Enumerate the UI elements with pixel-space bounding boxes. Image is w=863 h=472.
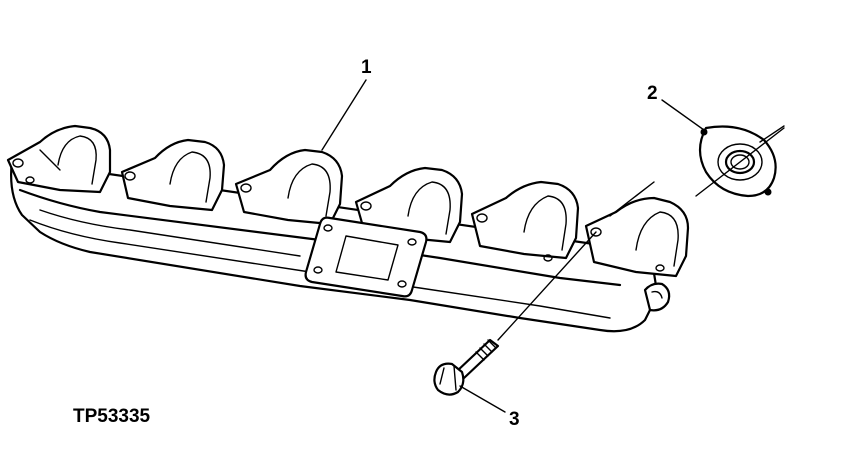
exhaust-port-2	[120, 138, 226, 212]
leader-line-1	[321, 79, 367, 151]
callout-2-label: 2	[647, 83, 658, 104]
leader-line-3	[459, 385, 506, 413]
turbo-mounting-flange	[304, 216, 428, 298]
callout-3-label: 3	[509, 409, 520, 430]
manifold-end-outlet	[643, 282, 671, 312]
exhaust-port-5	[470, 180, 580, 262]
figure-id-label: TP53335	[73, 406, 151, 427]
port-centerline	[609, 181, 655, 217]
gasket	[695, 125, 785, 198]
exhaust-manifold	[6, 124, 690, 333]
exhaust-port-1	[6, 124, 112, 194]
callout-1-label: 1	[361, 57, 372, 78]
exhaust-port-6	[584, 196, 690, 278]
leader-lines	[321, 79, 705, 413]
exhaust-port-3	[234, 148, 344, 226]
leader-line-2	[661, 99, 705, 131]
cap-screw	[433, 231, 597, 396]
exhaust-port-4	[354, 166, 464, 244]
